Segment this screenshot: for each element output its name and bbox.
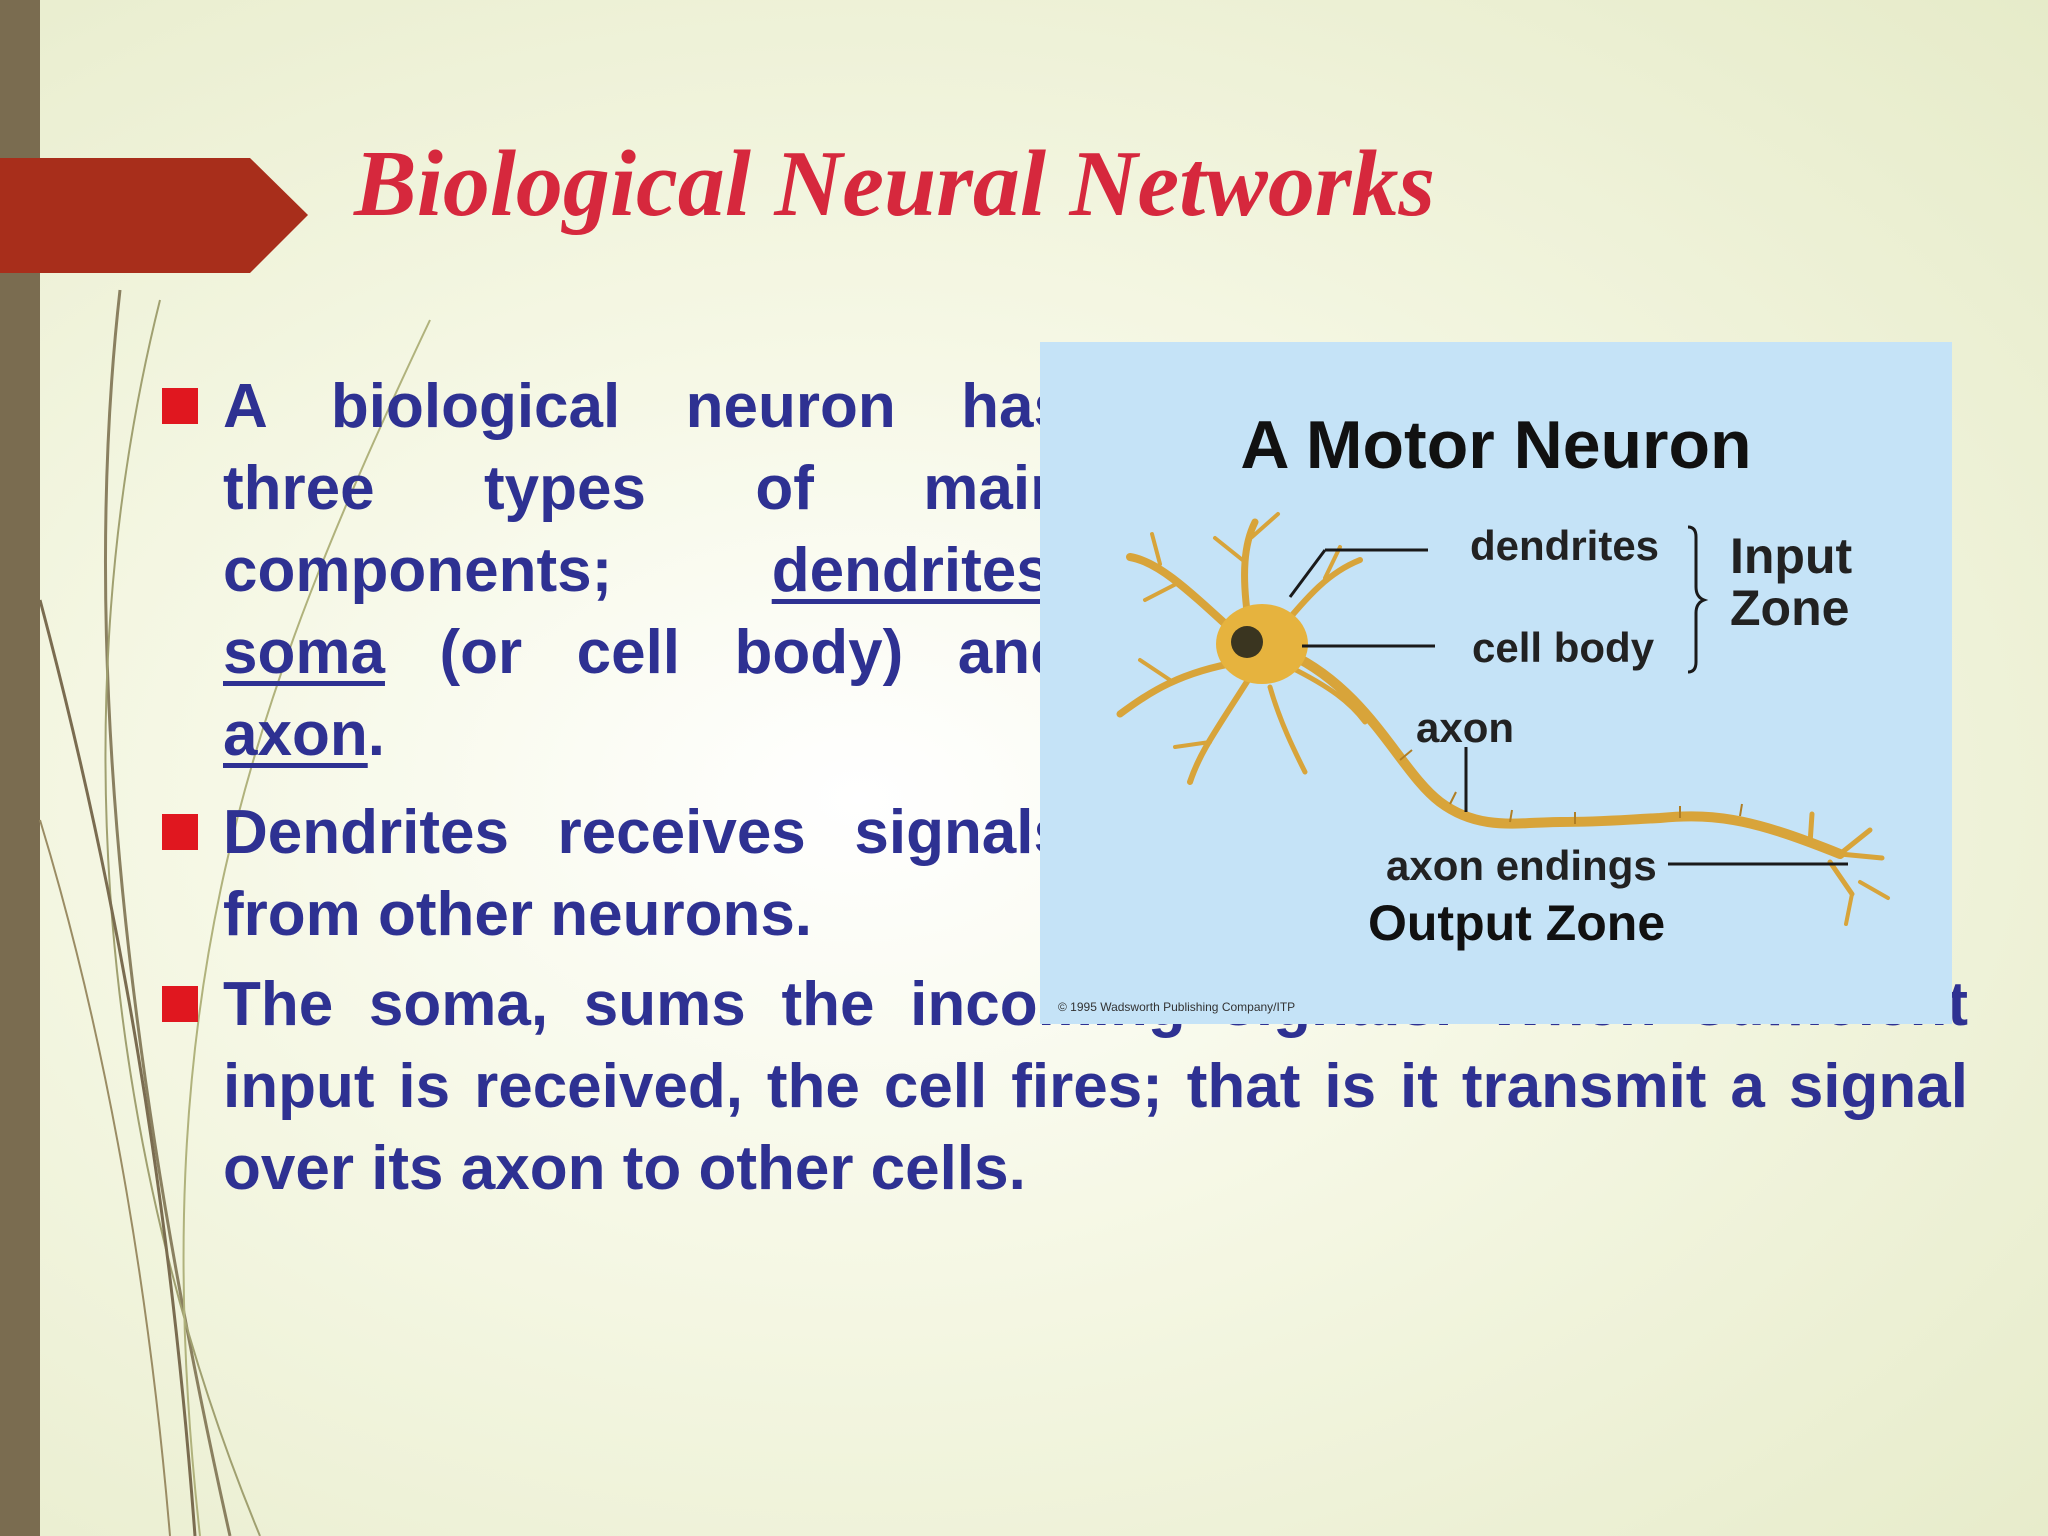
slide-title: Biological Neural Networks [354,132,1436,236]
bullet-dendrites: Dendrites receives signals from other ne… [160,792,1068,956]
red-square-bullet-icon [162,986,198,1022]
label-dendrites: dendrites [1470,522,1660,569]
label-cell-body: cell body [1472,624,1655,671]
motor-neuron-figure: A Motor Neuron dendrites cell body Input… [1040,342,1952,1024]
title-arrow-banner [0,158,308,273]
red-square-bullet-icon [162,814,198,850]
term-soma: soma [223,618,385,687]
label-axon: axon [1416,704,1515,751]
neuron-illustration [1116,512,1890,926]
decorative-curved-lines [38,289,431,1536]
red-square-bullet-icon [162,388,198,424]
label-axon-endings: axon endings [1386,842,1657,889]
figure-title: A Motor Neuron [1240,407,1752,483]
label-output-zone: Output Zone [1368,895,1666,951]
label-input-zone: Input Zone [1730,528,1853,636]
bullet-main-components: A biological neuron has three types of m… [160,366,1068,776]
term-axon: axon [223,700,368,769]
term-dendrites: dendrites [771,536,1051,605]
figure-credit: © 1995 Wadsworth Publishing Company/ITP [1058,1000,1296,1014]
bullet-list: A biological neuron has three types of m… [160,366,2010,1210]
